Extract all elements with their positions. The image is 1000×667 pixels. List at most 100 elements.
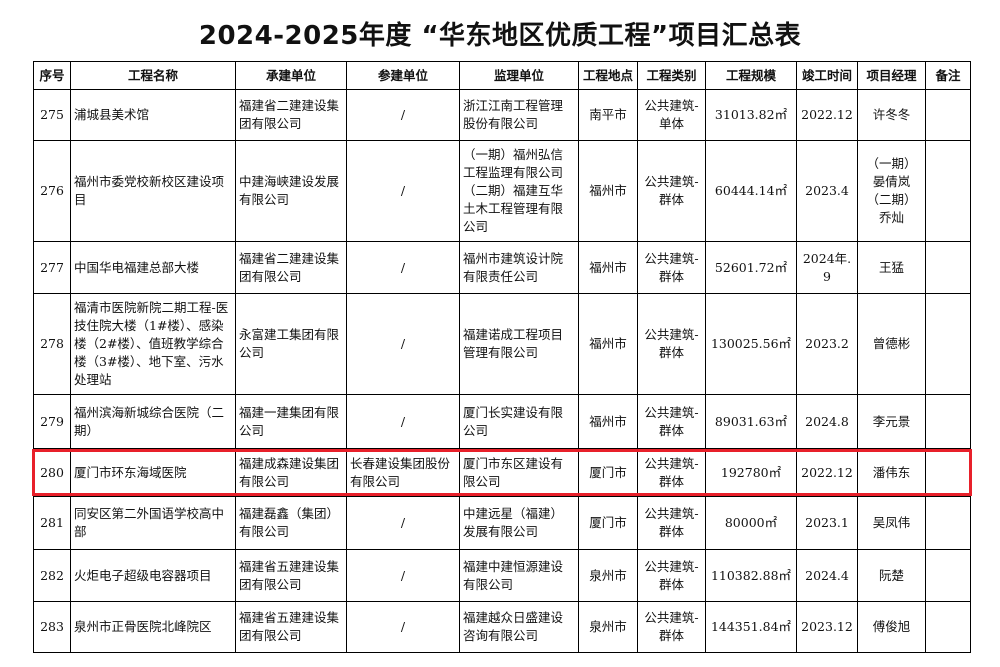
cell-completion: 2024年.9 [796,241,858,294]
cell-supervisor: 福建诺成工程项目管理有限公司 [459,293,579,395]
cell-completion: 2022.12 [796,448,858,497]
cell-supervisor: （一期）福州弘信工程监理有限公司（二期）福建互华土木工程管理有限公司 [459,140,579,242]
cell-location: 福州市 [578,241,638,294]
cell-manager: 阮楚 [857,549,926,602]
table-row: 278 福清市医院新院二期工程-医技住院大楼（1#楼）、感染楼（2#楼）、值班教… [33,293,971,395]
header-completion: 竣工时间 [796,61,858,90]
cell-manager: 吴凤伟 [857,496,926,550]
cell-scale: 52601.72㎡ [705,241,797,294]
cell-supervisor: 福建中建恒源建设有限公司 [459,549,579,602]
cell-category: 公共建筑-群体 [637,601,706,653]
cell-supervisor: 浙江江南工程管理股份有限公司 [459,89,579,141]
header-builder: 承建单位 [235,61,347,90]
table-row: 279 福州滨海新城综合医院（二期） 福建一建集团有限公司 / 厦门长实建设有限… [33,394,971,449]
cell-supervisor: 福建越众日盛建设咨询有限公司 [459,601,579,653]
cell-category: 公共建筑-群体 [637,448,706,497]
cell-manager: 李元景 [857,394,926,449]
cell-category: 公共建筑-单体 [637,89,706,141]
cell-manager: 潘伟东 [857,448,926,497]
cell-partner: / [346,89,460,141]
header-row: 序号 工程名称 承建单位 参建单位 监理单位 工程地点 工程类别 工程规模 竣工… [33,61,971,90]
table-row: 282 火炬电子超级电容器项目 福建省五建建设集团有限公司 / 福建中建恒源建设… [33,549,971,602]
cell-builder: 福建省二建建设集团有限公司 [235,241,347,294]
cell-name: 福州市委党校新校区建设项目 [70,140,236,242]
cell-builder: 福建成森建设集团有限公司 [235,448,347,497]
cell-no: 276 [33,140,71,242]
cell-partner: 长春建设集团股份有限公司 [346,448,460,497]
cell-supervisor: 福州市建筑设计院有限责任公司 [459,241,579,294]
cell-no: 281 [33,496,71,550]
cell-completion: 2022.12 [796,89,858,141]
header-location: 工程地点 [578,61,638,90]
table-row: 283 泉州市正骨医院北峰院区 福建省五建建设集团有限公司 / 福建越众日盛建设… [33,601,971,653]
cell-no: 282 [33,549,71,602]
cell-remark [925,241,971,294]
project-summary-table: 序号 工程名称 承建单位 参建单位 监理单位 工程地点 工程类别 工程规模 竣工… [33,61,971,653]
cell-no: 279 [33,394,71,449]
cell-manager: 傅俊旭 [857,601,926,653]
cell-remark [925,549,971,602]
cell-category: 公共建筑-群体 [637,496,706,550]
cell-builder: 福建省五建建设集团有限公司 [235,601,347,653]
cell-remark [925,394,971,449]
header-supervisor: 监理单位 [459,61,579,90]
cell-partner: / [346,293,460,395]
cell-category: 公共建筑-群体 [637,140,706,242]
cell-scale: 80000㎡ [705,496,797,550]
cell-completion: 2023.12 [796,601,858,653]
cell-no: 278 [33,293,71,395]
cell-completion: 2023.4 [796,140,858,242]
cell-location: 厦门市 [578,448,638,497]
cell-builder: 福建省二建建设集团有限公司 [235,89,347,141]
cell-no: 275 [33,89,71,141]
cell-name: 浦城县美术馆 [70,89,236,141]
cell-scale: 89031.63㎡ [705,394,797,449]
cell-category: 公共建筑-群体 [637,241,706,294]
cell-remark [925,496,971,550]
cell-manager: （一期）晏倩岚（二期）乔灿 [857,140,926,242]
cell-location: 南平市 [578,89,638,141]
cell-manager: 王猛 [857,241,926,294]
cell-completion: 2023.1 [796,496,858,550]
cell-name: 福州滨海新城综合医院（二期） [70,394,236,449]
cell-partner: / [346,496,460,550]
cell-name: 厦门市环东海域医院 [70,448,236,497]
header-category: 工程类别 [637,61,706,90]
cell-name: 中国华电福建总部大楼 [70,241,236,294]
cell-completion: 2024.4 [796,549,858,602]
header-no: 序号 [33,61,71,90]
cell-builder: 福建一建集团有限公司 [235,394,347,449]
cell-manager: 许冬冬 [857,89,926,141]
cell-builder: 永富建工集团有限公司 [235,293,347,395]
cell-location: 福州市 [578,293,638,395]
cell-builder: 中建海峡建设发展有限公司 [235,140,347,242]
cell-partner: / [346,140,460,242]
table-row: 276 福州市委党校新校区建设项目 中建海峡建设发展有限公司 / （一期）福州弘… [33,140,971,242]
table-row: 277 中国华电福建总部大楼 福建省二建建设集团有限公司 / 福州市建筑设计院有… [33,241,971,294]
cell-remark [925,601,971,653]
header-scale: 工程规模 [705,61,797,90]
cell-location: 泉州市 [578,601,638,653]
cell-scale: 31013.82㎡ [705,89,797,141]
table-row: 281 同安区第二外国语学校高中部 福建磊鑫（集团）有限公司 / 中建远星（福建… [33,496,971,550]
cell-supervisor: 中建远星（福建）发展有限公司 [459,496,579,550]
cell-location: 厦门市 [578,496,638,550]
header-remark: 备注 [925,61,971,90]
cell-completion: 2024.8 [796,394,858,449]
cell-category: 公共建筑-群体 [637,293,706,395]
cell-remark [925,293,971,395]
cell-scale: 144351.84㎡ [705,601,797,653]
page-title: 2024-2025年度 “华东地区优质工程”项目汇总表 [198,21,802,51]
cell-name: 福清市医院新院二期工程-医技住院大楼（1#楼）、感染楼（2#楼）、值班教学综合楼… [70,293,236,395]
cell-category: 公共建筑-群体 [637,394,706,449]
cell-location: 福州市 [578,140,638,242]
cell-partner: / [346,394,460,449]
cell-partner: / [346,241,460,294]
cell-supervisor: 厦门长实建设有限公司 [459,394,579,449]
header-manager: 项目经理 [857,61,926,90]
cell-remark [925,140,971,242]
cell-no: 280 [33,448,71,497]
table-row: 275 浦城县美术馆 福建省二建建设集团有限公司 / 浙江江南工程管理股份有限公… [33,89,971,141]
cell-manager: 曾德彬 [857,293,926,395]
cell-remark [925,89,971,141]
